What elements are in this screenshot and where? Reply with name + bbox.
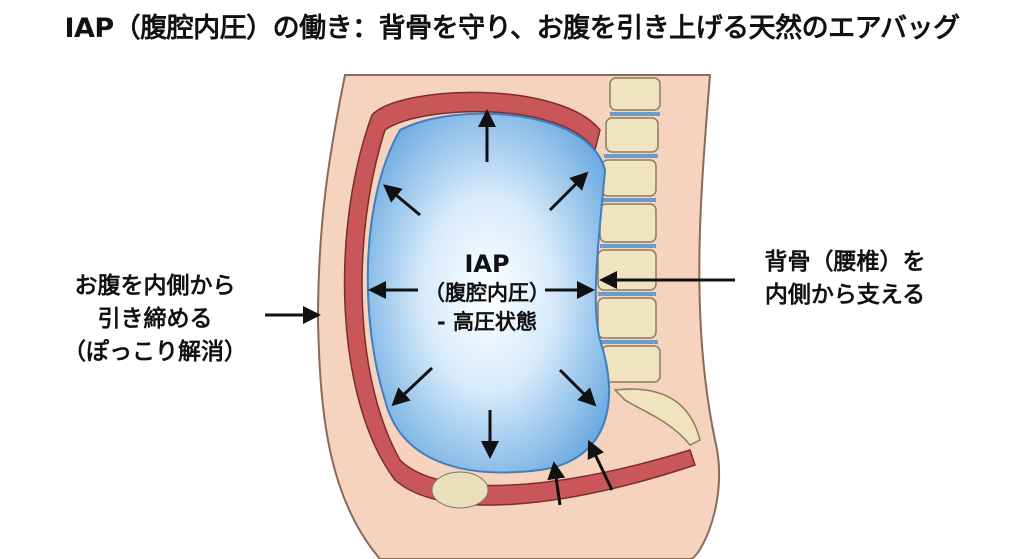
spine: [597, 77, 701, 446]
pressure-arrows: [265, 109, 735, 506]
center-annotation-line: IAP: [464, 250, 510, 278]
page-title: IAP（腹腔内圧）の働き：背骨を守り、お腹を引き上げる天然のエアバッグ: [64, 13, 960, 44]
pubic-bone: [431, 471, 489, 509]
right-annotation-line: 内側から支える: [764, 282, 926, 308]
abdominal-cavity: [366, 112, 611, 474]
right-annotation: 背骨（腰椎）を 内側から支える: [730, 246, 960, 312]
spinal-discs: [598, 112, 660, 344]
center-annotation-line: （腹腔内圧）: [424, 281, 550, 305]
left-annotation-line: （ぽっこり解消）: [63, 339, 247, 365]
left-annotation: お腹を内側から 引き締める （ぽっこり解消）: [40, 270, 270, 369]
left-annotation-line: 引き締める: [97, 306, 213, 332]
right-annotation-line: 背骨（腰椎）を: [764, 249, 926, 275]
center-annotation: IAP （腹腔内圧） - 高圧状態: [407, 250, 567, 337]
left-annotation-line: お腹を内側から: [74, 273, 236, 299]
center-annotation-line: - 高圧状態: [436, 310, 538, 334]
